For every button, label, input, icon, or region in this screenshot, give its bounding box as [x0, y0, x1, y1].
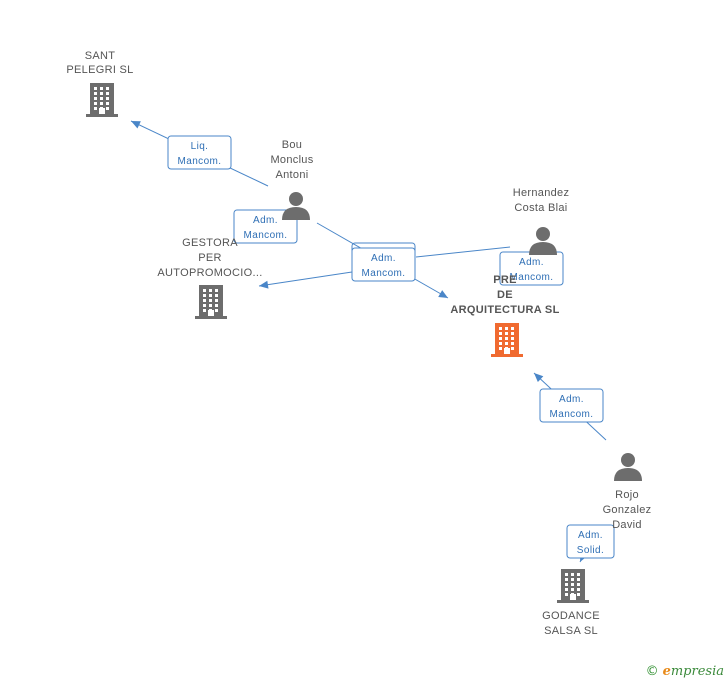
node-pre[interactable]: PRE DE ARQUITECTURA SL — [450, 274, 559, 357]
arrow-head — [131, 121, 141, 129]
building-icon — [491, 323, 523, 357]
node-label: Monclus — [270, 154, 313, 166]
role-badge[interactable]: Adm. Mancom. — [233, 209, 298, 244]
copyright-icon: © — [645, 664, 659, 679]
brand-initial: e — [662, 664, 671, 679]
role-badge-text: Adm. — [371, 253, 396, 264]
edge-line — [258, 271, 353, 287]
role-badge-box — [233, 209, 298, 244]
node-label: Costa Blai — [514, 202, 567, 214]
role-badge-box — [167, 135, 232, 170]
node-godance[interactable]: GODANCE SALSA SL — [542, 569, 600, 637]
role-badge[interactable]: Adm. Mancom. — [351, 247, 416, 282]
edge-bou-pre: Adm. Mancom. — [233, 209, 449, 299]
node-label: Hernandez — [513, 187, 570, 199]
building-icon — [195, 285, 227, 319]
role-badge-text: Mancom. — [178, 156, 222, 167]
role-badge-box — [566, 524, 615, 559]
node-label: SANT — [85, 50, 116, 62]
role-badge-text: Mancom. — [362, 268, 406, 279]
node-label: PELEGRI SL — [66, 64, 133, 76]
edge-line — [415, 246, 511, 258]
node-label: PRE — [493, 274, 517, 286]
node-label: Rojo — [615, 489, 639, 501]
role-badge-box — [539, 388, 604, 423]
node-gestora[interactable]: GESTORA PER AUTOPROMOCIO... — [157, 237, 262, 319]
node-label: PER — [198, 252, 222, 264]
arrow-head — [259, 280, 269, 289]
edge-bou-sant: Liq. Mancom. — [130, 120, 269, 187]
brand-name: mpresia — [670, 664, 724, 679]
node-label: SALSA SL — [544, 625, 598, 637]
role-badge[interactable]: Adm. Solid. — [566, 524, 615, 559]
role-badge-text: Mancom. — [244, 230, 288, 241]
role-badge-text: Solid. — [577, 545, 604, 556]
node-label: Bou — [282, 139, 302, 151]
role-badge-text: Adm. — [519, 257, 544, 268]
edge-hernandez-gestora: Adm. Mancom. — [351, 246, 511, 282]
role-badge-text: Mancom. — [550, 409, 594, 420]
person-icon — [614, 453, 642, 481]
role-badge-text: Adm. — [559, 394, 584, 405]
role-badge-text: Mancom. — [510, 272, 554, 283]
node-label: Antoni — [276, 169, 309, 181]
arrow-head — [438, 290, 448, 298]
node-label: David — [612, 519, 642, 531]
person-icon — [529, 227, 557, 255]
node-label: DE — [497, 289, 513, 301]
building-icon — [86, 83, 118, 117]
role-badge-text: Liq. — [191, 141, 209, 152]
role-badge-text: Adm. — [253, 215, 278, 226]
arrow-head — [534, 373, 544, 383]
role-badge-text: Adm. — [578, 530, 603, 541]
node-label: GESTORA — [182, 237, 238, 249]
building-icon — [557, 569, 589, 603]
empresia-brand: ©empresia — [646, 664, 724, 679]
person-icon — [282, 192, 310, 220]
node-label: AUTOPROMOCIO... — [157, 267, 262, 279]
edge-rojo-godance: Adm. Solid. — [566, 524, 615, 563]
role-badge[interactable]: Adm. Mancom. — [539, 388, 604, 423]
role-badge-box — [351, 247, 416, 282]
node-label: ARQUITECTURA SL — [450, 304, 559, 316]
node-label: Gonzalez — [603, 504, 652, 516]
edge-rojo-pre: Adm. Mancom. — [533, 372, 607, 441]
node-label: GODANCE — [542, 610, 600, 622]
role-badge[interactable]: Liq. Mancom. — [167, 135, 232, 170]
node-sant[interactable]: SANT PELEGRI SL — [66, 50, 133, 117]
